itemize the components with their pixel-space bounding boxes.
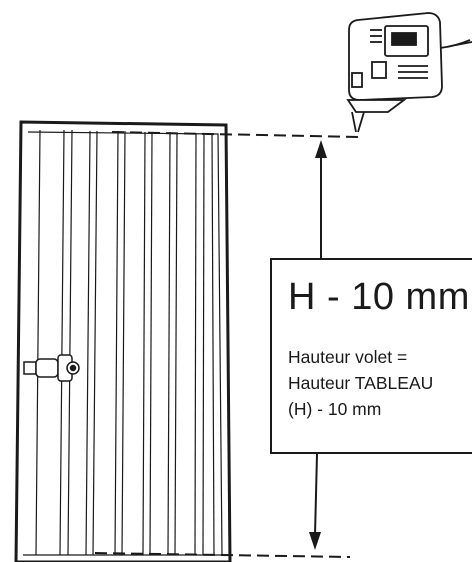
dimension-title: H - 10 mm xyxy=(288,276,470,318)
hinge-latch-icon xyxy=(23,354,80,382)
dimension-label-box: H - 10 mm Hauteur volet = Hauteur TABLEA… xyxy=(270,258,472,454)
note-line: Hauteur TABLEAU xyxy=(288,373,434,393)
note-line: (H) - 10 mm xyxy=(288,399,382,419)
shutter-panel-icon xyxy=(14,120,232,562)
jigsaw-icon xyxy=(346,12,472,133)
note-line: Hauteur volet = xyxy=(288,347,408,367)
dimension-note: Hauteur volet = Hauteur TABLEAU (H) - 10… xyxy=(288,344,433,422)
arrowheads xyxy=(309,140,327,550)
dimension-lines xyxy=(94,131,359,558)
